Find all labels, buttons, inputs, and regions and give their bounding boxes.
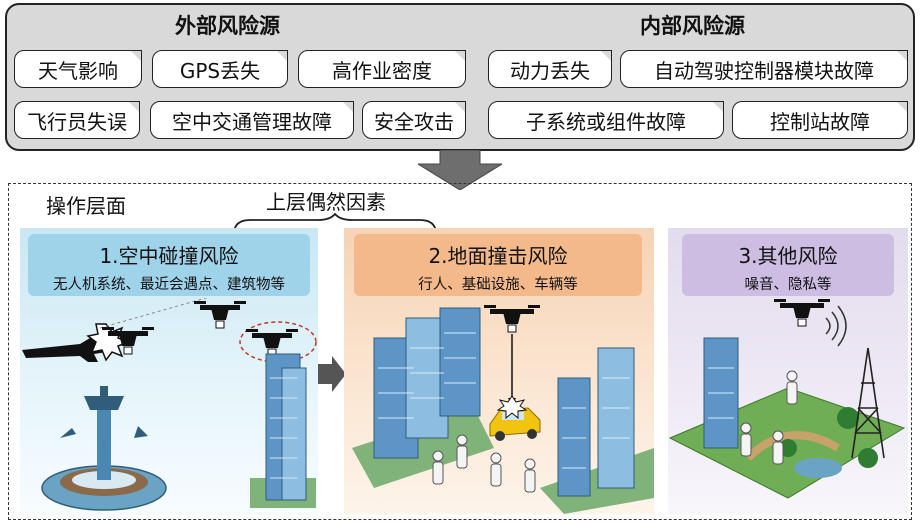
radio-tower-icon — [851, 347, 885, 459]
panel-other-risk-subtitle: 噪音、隐私等 — [744, 277, 832, 293]
other-risk-illustration — [668, 299, 906, 499]
drone-icon — [102, 327, 154, 355]
drone-icon — [484, 305, 540, 333]
down-arrow-icon — [418, 150, 502, 190]
risk-weather: 天气影响 — [14, 50, 142, 88]
operations-frame — [8, 183, 912, 520]
risk-security-attack: 安全攻击 — [362, 101, 466, 139]
car-icon — [489, 407, 541, 441]
airport-tower-icon — [41, 386, 167, 511]
panel-mid-air-collision: 1.空中碰撞风险 无人机系统、最近会遇点、建筑物等 — [20, 228, 318, 514]
risk-control-station-failure: 控制站故障 — [732, 101, 908, 139]
panel-mid-air-collision-subtitle: 无人机系统、最近会遇点、建筑物等 — [53, 277, 285, 293]
building-icon — [540, 347, 654, 514]
panel-mid-air-collision-title-box: 1.空中碰撞风险 无人机系统、最近会遇点、建筑物等 — [28, 234, 310, 296]
panel-ground-impact-title-box: 2.地面撞击风险 行人、基础设施、车辆等 — [354, 234, 642, 296]
brace-connector — [233, 212, 437, 235]
internal-risk-title: 内部风险源 — [640, 14, 745, 38]
risk-subsystem-failure: 子系统或组件故障 — [488, 101, 724, 139]
risk-autopilot-failure: 自动驾驶控制器模块故障 — [620, 50, 908, 88]
risk-power-loss: 动力丢失 — [488, 50, 612, 88]
panel-ground-impact-title: 2.地面撞击风险 — [428, 244, 568, 268]
drone-icon — [246, 329, 298, 357]
mid-air-illustration — [22, 298, 317, 511]
building-icon — [703, 337, 739, 449]
external-risk-title: 外部风险源 — [175, 14, 280, 38]
upper-factor-label: 上层偶然因素 — [266, 190, 386, 214]
ground-impact-illustration — [352, 305, 654, 514]
drone-icon — [774, 299, 830, 327]
noise-waves-icon — [825, 305, 847, 347]
risk-high-density: 高作业密度 — [298, 50, 466, 88]
building-icon — [250, 353, 316, 508]
panel-other-risk: 3.其他风险 噪音、隐私等 — [668, 228, 908, 514]
risk-atc-failure: 空中交通管理故障 — [150, 101, 354, 139]
drone-icon — [194, 301, 246, 329]
risk-gps-loss: GPS丢失 — [152, 50, 288, 88]
panel-other-risk-title-box: 3.其他风险 噪音、隐私等 — [682, 234, 894, 296]
building-cluster-icon — [352, 307, 494, 488]
panel-ground-impact-subtitle: 行人、基础设施、车辆等 — [418, 277, 578, 293]
operations-label: 操作层面 — [46, 194, 126, 218]
risk-pilot-error: 飞行员失误 — [14, 101, 140, 139]
pedestrian-icon — [740, 370, 798, 465]
right-arrow-icon — [318, 356, 346, 392]
panel-other-risk-title: 3.其他风险 — [738, 244, 838, 268]
panel-mid-air-collision-title: 1.空中碰撞风险 — [99, 244, 239, 268]
pedestrian-icon — [432, 434, 536, 493]
impact-burst-icon — [496, 395, 528, 420]
panel-ground-impact: 2.地面撞击风险 行人、基础设施、车辆等 — [344, 228, 654, 514]
